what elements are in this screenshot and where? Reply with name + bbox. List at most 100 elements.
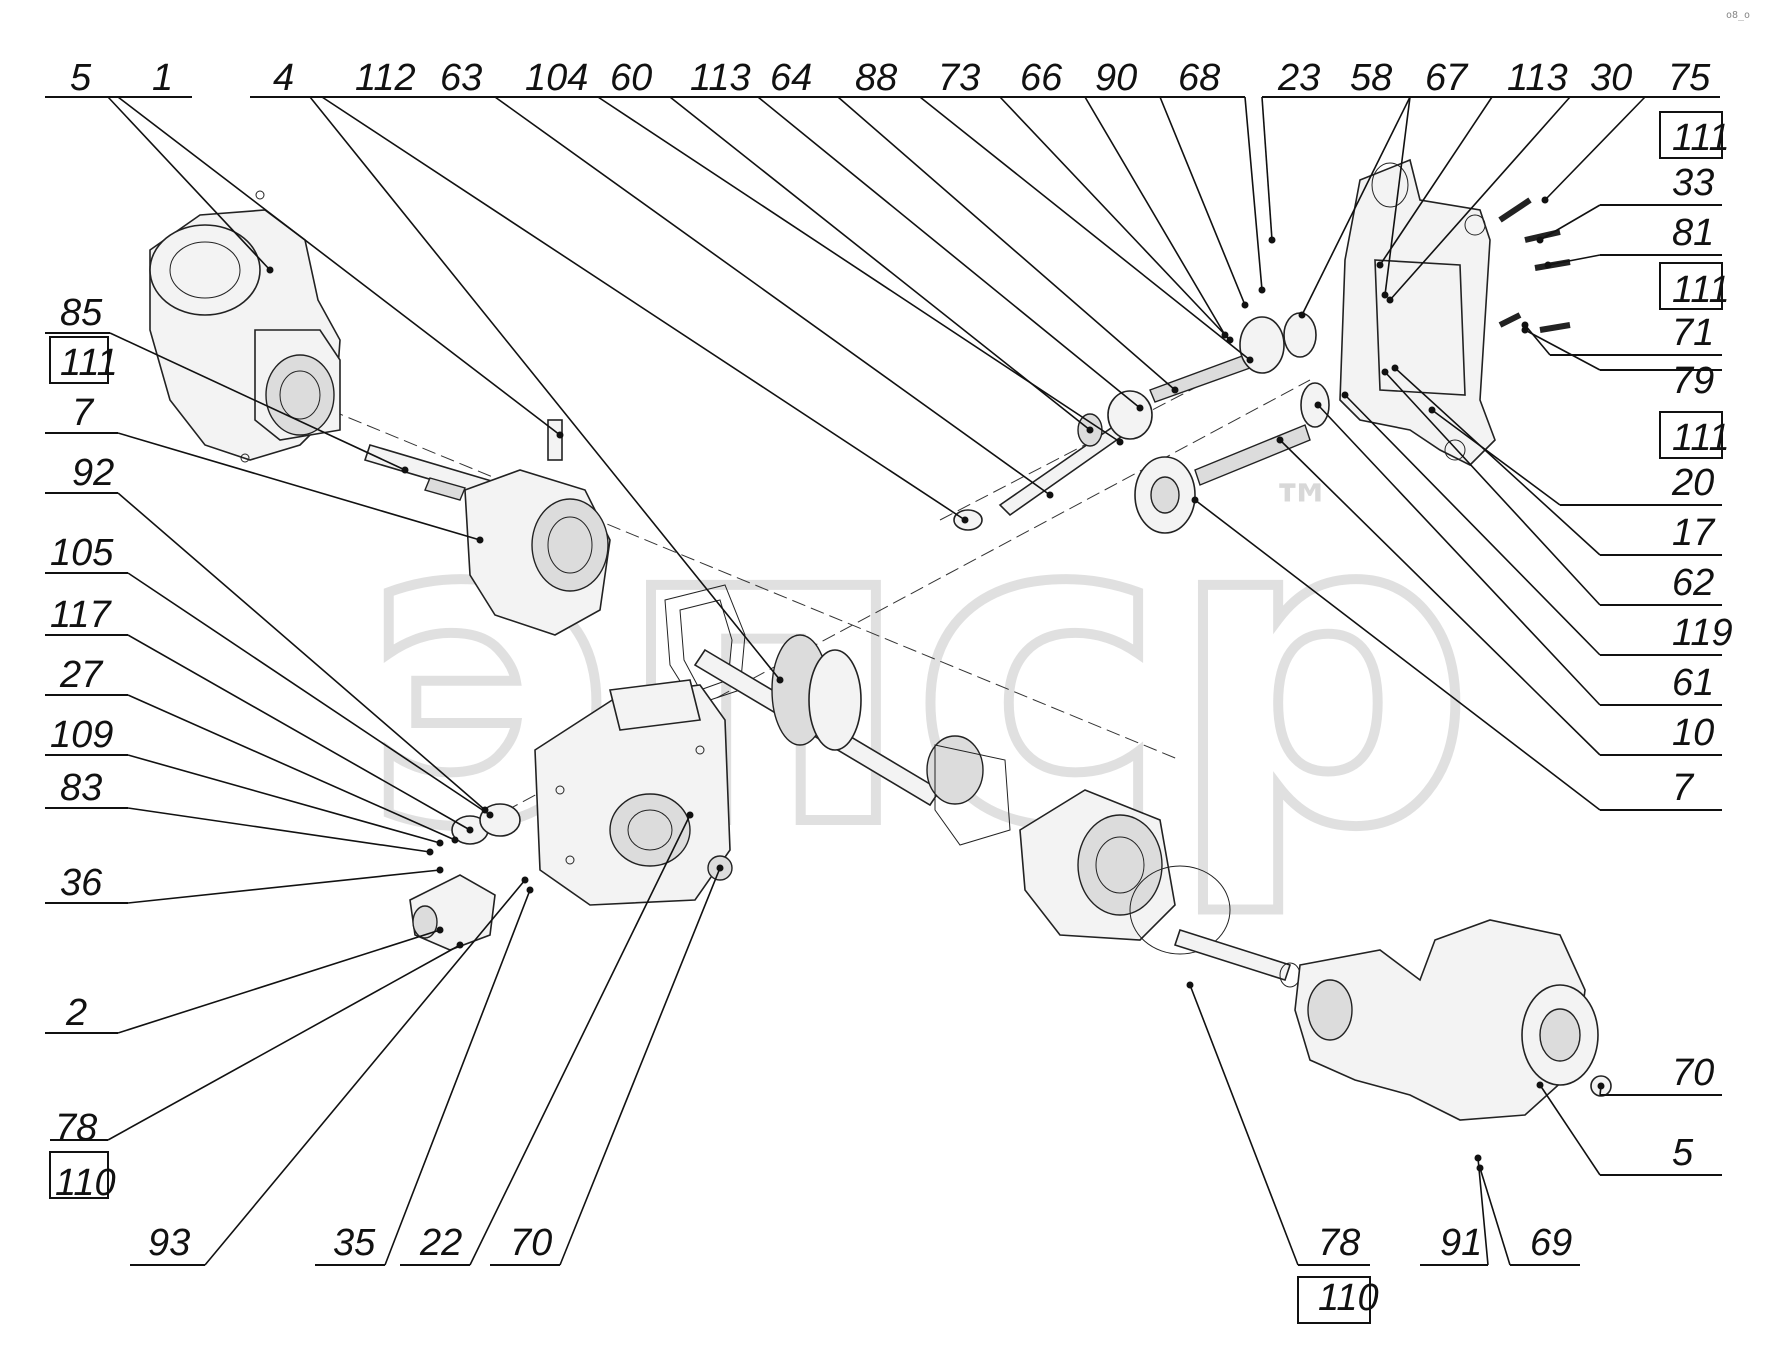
callout-left-11: 78 (50, 941, 464, 1149)
callout-number: 35 (333, 1222, 376, 1264)
callout-number: 109 (50, 714, 113, 756)
callout-number: 27 (59, 654, 104, 696)
corner-mark: o8_o (1726, 10, 1750, 21)
callout-left-8: 83 (45, 767, 434, 856)
callout-top-0: 5 (45, 57, 274, 274)
callout-number: 93 (148, 1222, 190, 1264)
callout-left-7: 109 (45, 714, 444, 847)
callout-left-5: 117 (45, 594, 474, 834)
right-half-shaft (1173, 928, 1301, 988)
callout-top-3: 112 (321, 57, 969, 524)
callout-number: 79 (1672, 360, 1714, 402)
callout-number: 111 (1672, 417, 1730, 459)
callout-right-8: 17 (1391, 364, 1722, 556)
callout-left-0: 85 (45, 292, 409, 474)
callout-right-1: 33 (1536, 162, 1722, 244)
callout-left-12: 110 (49, 1151, 116, 1204)
callout-number: 4 (273, 57, 294, 99)
callout-bottom-7: 69 (1476, 1164, 1580, 1266)
callout-top-1: 1 (117, 57, 564, 439)
callout-bottom-4: 78 (1186, 981, 1370, 1266)
callout-bottom-1: 35 (315, 886, 534, 1266)
callout-right-11: 61 (1314, 401, 1722, 706)
callout-right-10: 119 (1341, 391, 1733, 656)
callout-number: 1 (152, 57, 173, 99)
callout-number: 17 (1672, 512, 1716, 554)
bolts-top-right (1498, 197, 1571, 333)
callout-top-6: 60 (598, 57, 1094, 434)
right-final-drive-housing (1294, 919, 1612, 1121)
watermark-trademark: ™ (1270, 472, 1334, 546)
callout-top-17: 113 (1376, 57, 1570, 269)
callout-number: 112 (355, 57, 416, 99)
callout-number: 113 (1507, 57, 1568, 99)
callout-number: 78 (1318, 1222, 1360, 1264)
callout-number: 2 (65, 992, 87, 1034)
left-final-drive-housing (149, 190, 341, 463)
callout-number: 69 (1530, 1222, 1572, 1264)
callout-right-6: 111 (1659, 411, 1730, 459)
callout-number: 111 (1672, 269, 1730, 311)
callout-right-14: 70 (1597, 1052, 1722, 1096)
callout-number: 85 (60, 292, 103, 334)
callout-number: 73 (938, 57, 980, 99)
callout-number: 91 (1440, 1222, 1482, 1264)
callout-bottom-5: 110 (1297, 1276, 1379, 1324)
callout-bottom-3: 70 (490, 864, 724, 1266)
callout-number: 68 (1178, 57, 1220, 99)
callout-number: 20 (1671, 462, 1714, 504)
callout-top-9: 88 (838, 57, 1254, 364)
callout-number: 10 (1672, 712, 1714, 754)
callout-number: 71 (1672, 312, 1714, 354)
callout-top-7: 113 (670, 57, 1144, 412)
callout-number: 90 (1095, 57, 1137, 99)
callout-top-2: 4 (250, 57, 784, 684)
callout-top-12: 90 (1085, 57, 1249, 309)
callout-left-6: 27 (45, 654, 459, 844)
callout-bottom-6: 91 (1420, 1154, 1489, 1266)
callout-number: 70 (510, 1222, 552, 1264)
callout-number: 105 (50, 532, 114, 574)
callout-right-12: 10 (1276, 436, 1722, 756)
callout-top-11: 66 (1000, 57, 1229, 339)
callout-number: 64 (770, 57, 812, 99)
callout-top-4: 63 (420, 57, 1054, 499)
callout-top-18: 30 (1386, 57, 1645, 304)
callout-left-1: 111 (49, 336, 118, 384)
callout-number: 30 (1590, 57, 1632, 99)
callout-number: 63 (440, 57, 482, 99)
callout-number: 75 (1668, 57, 1711, 99)
callout-number: 88 (855, 57, 897, 99)
callout-number: 81 (1672, 212, 1714, 254)
hydraulic-pump (409, 803, 733, 951)
callout-number: 111 (60, 342, 118, 384)
callout-number: 117 (50, 594, 112, 636)
callout-top-14: 23 (1261, 57, 1330, 244)
callout-number: 67 (1425, 57, 1469, 99)
callout-number: 70 (1672, 1052, 1714, 1094)
callout-left-2: 7 (45, 392, 484, 544)
callout-left-4: 105 (45, 532, 494, 819)
callout-number: 62 (1672, 562, 1714, 604)
callout-number: 110 (55, 1162, 116, 1204)
callout-left-9: 36 (45, 862, 444, 904)
callout-right-13: 7 (1191, 496, 1722, 811)
callout-number: 36 (60, 862, 103, 904)
callout-number: 110 (1318, 1277, 1379, 1319)
callout-right-5: 79 (1521, 326, 1722, 402)
callout-number: 60 (610, 57, 652, 99)
callout-bottom-2: 22 (400, 811, 694, 1266)
callout-number: 61 (1672, 662, 1714, 704)
right-brake-housing (1019, 789, 1231, 955)
callout-right-0: 111 (1659, 111, 1730, 159)
rear-cover-housing (1339, 158, 1496, 466)
callout-right-9: 62 (1381, 368, 1722, 606)
assembly-axes (329, 379, 1311, 831)
callout-top-15: 58 (1298, 57, 1411, 319)
callout-number: 7 (1672, 767, 1695, 809)
callout-top-5: 104 (495, 57, 1124, 446)
callout-number: 113 (690, 57, 751, 99)
callout-number: 7 (72, 392, 95, 434)
